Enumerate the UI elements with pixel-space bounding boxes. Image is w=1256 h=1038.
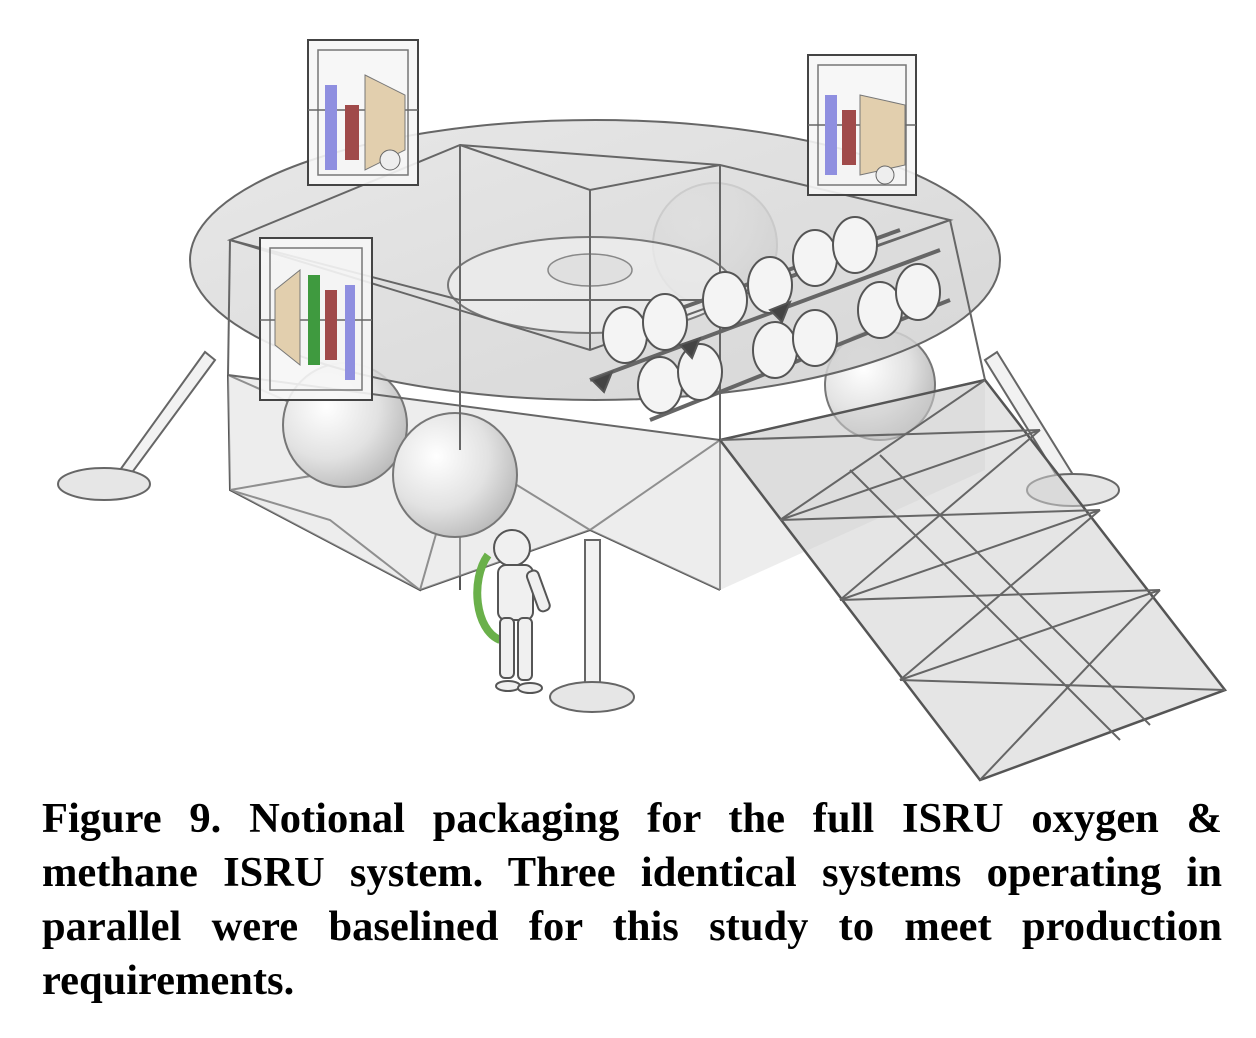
tank-sphere bbox=[392, 412, 518, 538]
caption-text: Notional packaging for the full ISRU oxy… bbox=[42, 795, 1223, 1004]
astronaut-helmet bbox=[493, 529, 531, 567]
reactor-cylinder bbox=[832, 216, 878, 274]
reactor-cylinder bbox=[792, 309, 838, 367]
astronaut-boot bbox=[495, 680, 521, 692]
isru-module-top-right bbox=[807, 54, 917, 196]
reactor-cylinder bbox=[702, 271, 748, 329]
ramp-surface bbox=[717, 378, 1228, 782]
figure-illustration bbox=[57, 39, 1228, 782]
reactor-mount bbox=[768, 300, 792, 324]
reactor-cylinder bbox=[642, 293, 688, 351]
figure-caption: Figure 9. Notional packaging for the ful… bbox=[42, 792, 1222, 1008]
ramp bbox=[717, 378, 1228, 782]
caption-label: Figure 9. bbox=[42, 795, 222, 842]
isru-lander-drawing bbox=[57, 39, 1228, 782]
leg-center bbox=[584, 539, 601, 691]
reactor-mount bbox=[678, 336, 702, 360]
astronaut-backpack-ring bbox=[473, 552, 502, 644]
reactor-cylinder bbox=[637, 356, 683, 414]
footpad-center bbox=[549, 681, 635, 713]
reactor-cylinder bbox=[895, 263, 941, 321]
reactor-mount bbox=[590, 370, 614, 394]
reactor-cylinder-array bbox=[589, 216, 951, 422]
reactor-cylinder bbox=[602, 306, 648, 364]
reactor-cylinder bbox=[792, 229, 838, 287]
leg-left bbox=[118, 350, 217, 480]
reactor-cylinder bbox=[747, 256, 793, 314]
footpad-left bbox=[57, 467, 151, 501]
astronaut-leg bbox=[517, 617, 533, 681]
isru-module-left bbox=[259, 237, 373, 401]
lander-legs bbox=[118, 350, 1077, 691]
reactor-cylinder bbox=[752, 321, 798, 379]
isru-module-top-left bbox=[307, 39, 419, 186]
astronaut-figure bbox=[473, 529, 551, 694]
reactor-cylinder bbox=[677, 343, 723, 401]
astronaut-arm bbox=[525, 569, 551, 613]
astronaut-leg bbox=[499, 617, 515, 679]
astronaut-boot bbox=[517, 682, 543, 694]
